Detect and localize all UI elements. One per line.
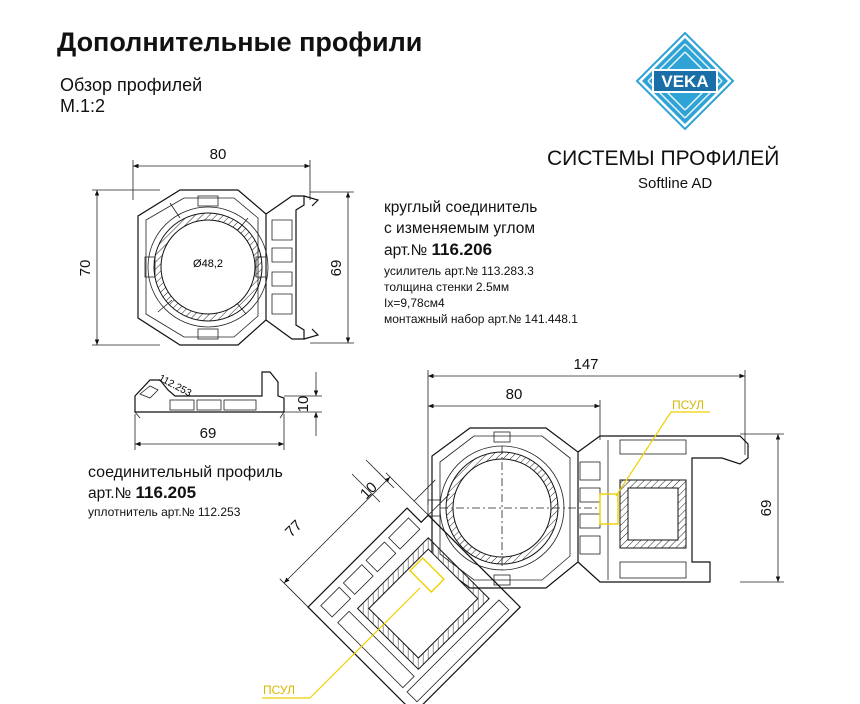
round-connector-description: круглый соединитель с изменяемым углом а… [384,197,578,327]
dim-69: 69 [758,500,775,517]
article-number: 116.205 [135,483,197,502]
dim-total: 147 [573,356,598,373]
brand-name: СИСТЕМЫ ПРОФИЛЕЙ [547,147,780,170]
page-subtitle: Обзор профилей M.1:2 [60,75,202,117]
round-connector-article: арт.№ 116.206 [384,239,578,261]
psul-callout-top: ПСУЛ [599,398,710,525]
logo-text: VEKA [661,72,708,91]
page-title: Дополнительные профили [57,27,423,57]
spec-reinforcement: усилитель арт.№ 113.283.3 [384,264,534,278]
dim-77: 77 [282,517,306,541]
scale-label: M.1:2 [60,96,106,116]
dim-width: 69 [200,425,217,442]
article-number: 116.206 [431,240,493,259]
article-prefix: арт.№ [88,485,136,502]
tube-diameter: Ø48,2 [193,258,223,270]
round-connector-specs: усилитель арт.№ 113.283.3 толщина стенки… [384,263,578,327]
psul-label: ПСУЛ [672,398,704,412]
spec-inertia: Ix=9,78см4 [384,296,445,310]
subtitle-line: Обзор профилей [60,75,203,95]
dim-height: 10 [295,396,312,413]
veka-logo: VEKA [635,31,735,131]
round-connector-line1: круглый соединитель [384,199,538,216]
dim-width: 80 [210,146,227,163]
connecting-profile-line1: соединительный профиль [88,464,283,481]
spec-wall-thickness: толщина стенки 2.5мм [384,280,510,294]
assembly-drawing: 147 80 69 [262,356,784,704]
connecting-profile-description: соединительный профиль арт.№ 116.205 упл… [88,463,283,520]
round-connector-drawing: 80 70 69 Ø48,2 [77,146,354,346]
connecting-profile-article: арт.№ 116.205 [88,483,283,504]
dim-height-left: 70 [77,260,94,277]
article-prefix: арт.№ [384,242,432,259]
round-connector-line2: с изменяемым углом [384,220,535,237]
spec-mounting-kit: монтажный набор арт.№ 141.448.1 [384,312,578,326]
dim-height-right: 69 [328,260,345,277]
connecting-profile-drawing: 112.253 69 10 [134,371,322,450]
connecting-profile-seal: уплотнитель арт.№ 112.253 [88,505,241,519]
dim-80: 80 [506,386,523,403]
psul-callout-bottom: ПСУЛ [262,557,445,699]
psul-label: ПСУЛ [263,683,295,697]
brand-series: Softline AD [638,175,713,192]
